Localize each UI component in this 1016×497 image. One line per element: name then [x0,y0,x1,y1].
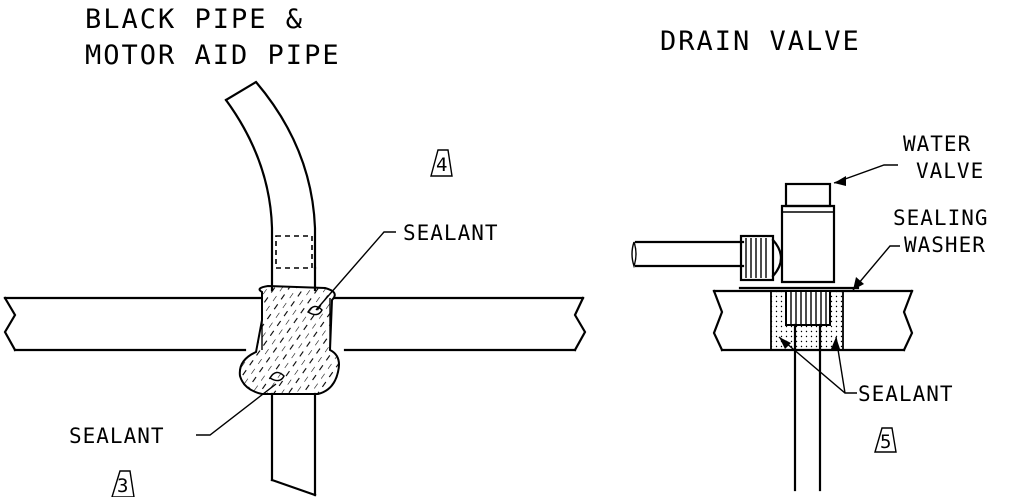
lower-pipe [270,392,317,497]
black-pipe-panel: BLACK PIPE & MOTOR AID PIPE [3,4,587,497]
drain-inlet-pipe [631,240,745,269]
svg-text:5: 5 [880,431,891,453]
step-marker-3: 3 [111,470,135,497]
svg-text:3: 3 [117,475,128,497]
water-valve-leader [833,164,898,184]
sealant-leader-lower [196,383,277,436]
left-title-line2: MOTOR AID PIPE [85,40,341,71]
sealant-blob [238,284,340,395]
drain-outlet-pipe [793,323,822,492]
step-marker-5: 5 [874,427,897,453]
step-marker-4: 4 [430,149,453,177]
knurled-nut [739,234,783,282]
sealant-indicator-lower [269,371,285,382]
left-title-line1: BLACK PIPE & [85,4,304,35]
water-valve-label-line2: VALVE [916,159,984,183]
drain-valve-panel: DRAIN VALVE WATER VALVE SEALING WASHER [631,26,989,492]
curved-pipe [224,80,317,292]
sealant-label-upper: SEALANT [403,221,499,245]
sealant-leader-upper [315,231,396,311]
water-valve-label-line1: WATER [903,132,971,156]
sealant-indicator-upper [307,305,323,316]
sealant-label-right: SEALANT [858,382,954,406]
tank-wall-plate [3,296,587,352]
threaded-stem [785,290,831,326]
svg-text:4: 4 [436,154,447,176]
sealant-label-lower: SEALANT [69,424,165,448]
sealing-washer-leader [852,245,900,291]
coupling-hidden-outline [275,235,313,269]
sealing-washer-label-line1: SEALING [893,206,989,230]
water-valve-body [780,182,836,284]
sealing-washer-label-line2: WASHER [904,233,986,257]
right-title: DRAIN VALVE [660,26,861,57]
